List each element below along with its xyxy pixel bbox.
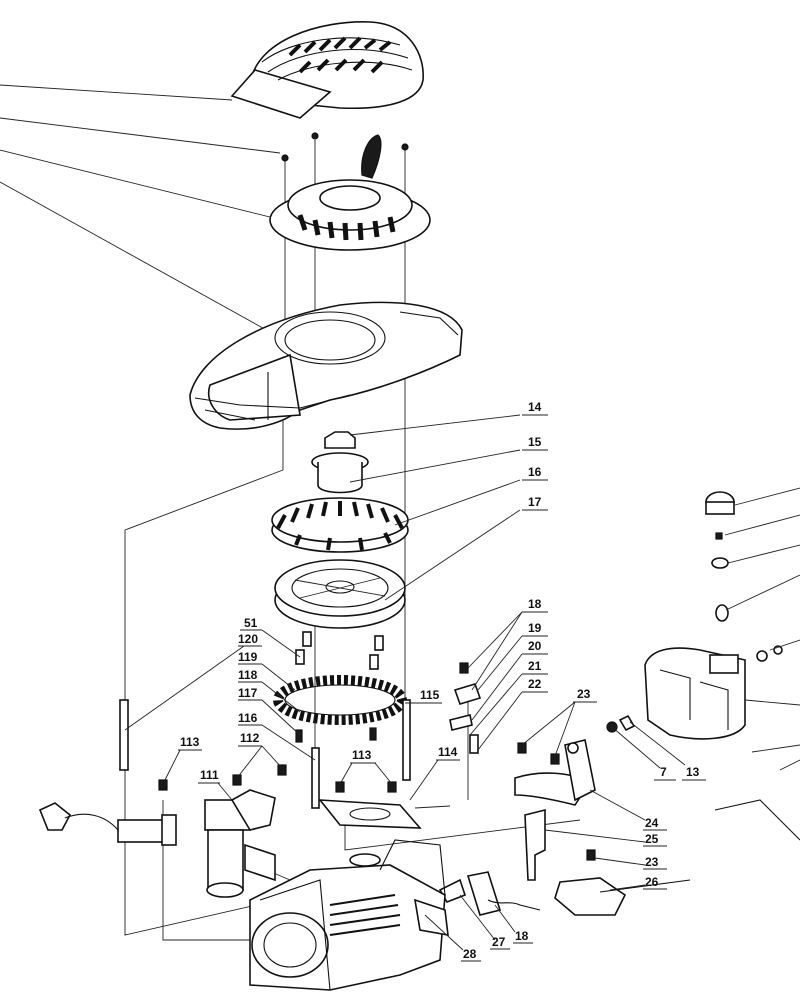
engine-block [249, 839, 449, 991]
callout-23: 23 [577, 687, 591, 701]
callout-18: 18 [528, 597, 542, 611]
callout-20: 20 [528, 639, 542, 653]
callout-25: 25 [645, 832, 659, 846]
callout-27: 27 [492, 935, 506, 949]
long-bolts [119, 699, 411, 809]
carburetor [204, 789, 276, 898]
callout-118: 118 [238, 668, 258, 682]
starter-cup [311, 452, 369, 494]
callout-112: 112 [240, 731, 260, 745]
callouts: 14 15 16 17 51 120 119 118 117 116 115 [124, 400, 800, 962]
callout-18b: 18 [515, 929, 529, 943]
cooling-fan [271, 497, 409, 553]
callout-17: 17 [528, 495, 542, 509]
callout-51: 51 [244, 616, 258, 630]
callout-23b: 23 [645, 855, 659, 869]
callout-119: 119 [238, 650, 258, 664]
intake-spacer [318, 799, 451, 829]
callout-22: 22 [528, 677, 542, 691]
flywheel [274, 559, 406, 629]
starter-pawl [361, 134, 382, 179]
callout-111: 111 [200, 768, 219, 782]
callout-21: 21 [528, 659, 542, 673]
callout-116: 116 [238, 711, 258, 725]
fuel-fittings [606, 645, 800, 841]
callout-7: 7 [660, 765, 667, 779]
governor-linkage [449, 683, 596, 806]
fuel-cap [705, 491, 735, 622]
callout-28: 28 [463, 947, 477, 961]
callout-115: 115 [420, 688, 440, 702]
control-bracket [524, 808, 691, 916]
starter-pulley-housing [269, 179, 431, 251]
callout-120: 120 [238, 632, 258, 646]
screw-set [281, 132, 409, 162]
callout-13: 13 [686, 765, 700, 779]
callout-14: 14 [528, 400, 542, 414]
ring-gear-bolts [295, 727, 377, 743]
callout-24: 24 [645, 816, 659, 830]
stud-pins [295, 631, 384, 670]
callout-19: 19 [528, 621, 542, 635]
small-fasteners [158, 662, 596, 861]
callout-113: 113 [180, 735, 200, 749]
ring-gear [273, 675, 407, 725]
fuel-tank [644, 647, 746, 740]
callout-16: 16 [528, 465, 542, 479]
starter-cover [230, 21, 424, 119]
callout-26: 26 [645, 875, 659, 889]
callout-15: 15 [528, 435, 542, 449]
callout-117: 117 [238, 686, 258, 700]
callout-114: 114 [438, 745, 458, 759]
spring-clip [438, 871, 541, 916]
flywheel-nut [324, 431, 356, 449]
ignition-coil [38, 802, 177, 846]
fan-shroud [189, 301, 463, 430]
callout-113b: 113 [352, 748, 372, 762]
